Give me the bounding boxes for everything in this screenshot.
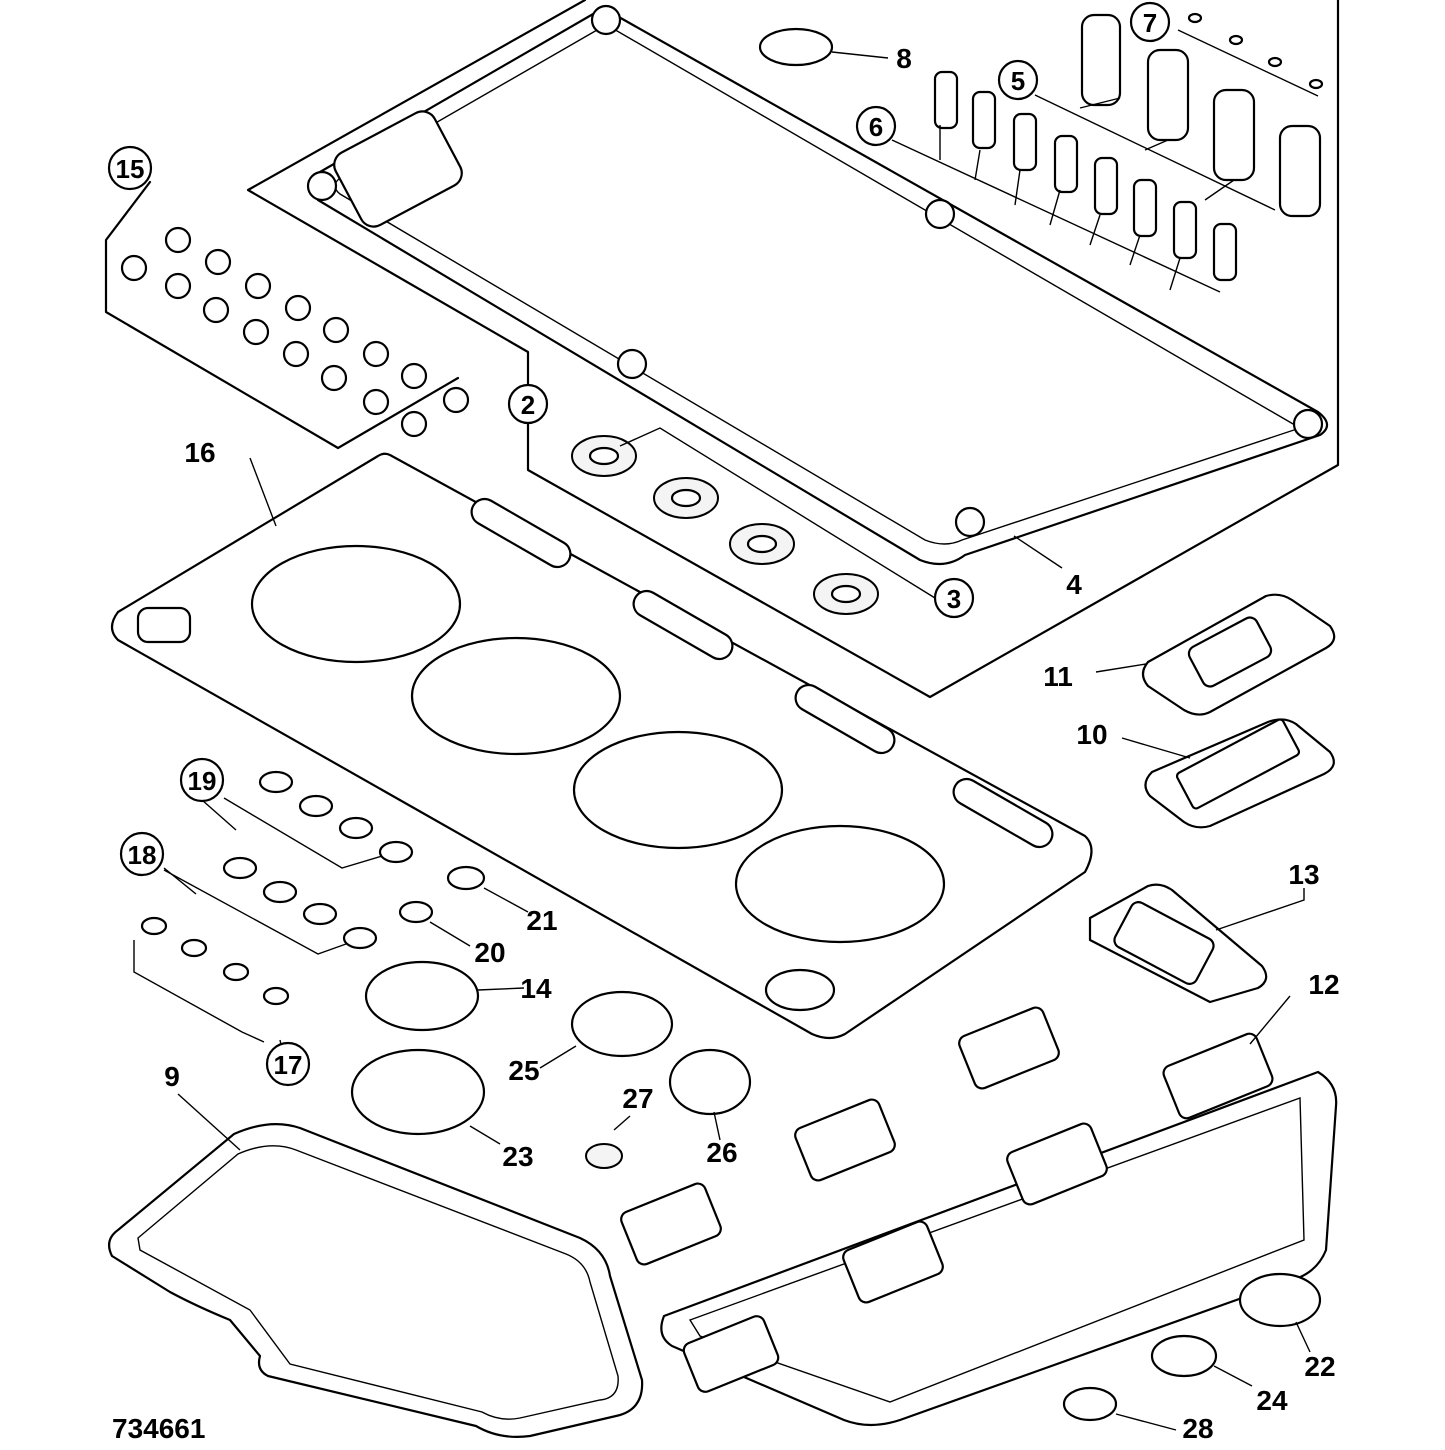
valve-seal-group-frame [104,180,460,450]
callout-20: 20 [474,937,505,968]
svg-text:3: 3 [947,584,961,614]
svg-text:2: 2 [521,390,535,420]
callout-9: 9 [164,1061,180,1092]
callout-18-circle: 18 [119,831,165,877]
washer-27 [585,1143,623,1169]
o-ring-28 [1062,1386,1118,1422]
svg-text:17: 17 [274,1050,303,1080]
callout-11: 11 [1043,661,1073,692]
callout-12: 12 [1308,969,1339,1000]
cylinder-head-gasket [110,452,1093,1040]
callout-22: 22 [1304,1351,1335,1382]
callout-25: 25 [508,1055,539,1086]
callout-leaders [163,51,1311,1431]
drawing-number: 734661 [112,1413,205,1444]
callout-23: 23 [502,1141,533,1172]
o-ring-large [758,27,834,67]
group-leader-lines [891,29,1319,293]
callout-3-circle: 3 [933,577,975,619]
callout-5-circle: 5 [997,59,1039,101]
callout-8: 8 [896,43,912,74]
svg-text:6: 6 [869,112,883,142]
svg-text:15: 15 [116,154,145,184]
svg-text:18: 18 [128,840,157,870]
callout-15-circle: 15 [107,145,153,191]
o-ring-26 [668,1048,752,1116]
svg-text:19: 19 [188,766,217,796]
gasket-11 [1141,593,1336,716]
callout-17-circle: 17 [265,1041,311,1087]
manifold-gasket-12 [620,1006,1338,1427]
svg-text:5: 5 [1011,66,1025,96]
o-ring-25 [570,990,674,1058]
o-rings-19 [223,770,414,869]
callout-26: 26 [706,1137,737,1168]
callout-6-circle: 6 [855,105,897,147]
washers-17 [133,916,290,1043]
callout-21: 21 [526,905,557,936]
callout-24: 24 [1256,1385,1288,1416]
callout-10: 10 [1076,719,1107,750]
callout-16: 16 [184,437,215,468]
small-dowels [933,70,1238,282]
callout-4: 4 [1066,569,1082,600]
rocker-cover-gasket [306,4,1329,566]
callout-19-circle: 19 [179,757,225,803]
valve-seals-15 [120,226,470,438]
gasket-10 [1144,718,1335,829]
tiny-seals [1187,12,1324,90]
callout-14: 14 [520,973,552,1004]
exhaust-manifold-gasket-13 [1088,883,1268,1004]
o-ring-24 [1150,1334,1218,1378]
callout-7-circle: 7 [1129,1,1171,43]
o-rings-18 [163,856,378,955]
o-ring-22 [1238,1272,1322,1328]
callout-13: 13 [1288,859,1319,890]
o-ring-21 [446,865,486,891]
o-ring-23 [350,1048,486,1136]
o-ring-14 [364,960,480,1032]
o-ring-20 [398,900,434,924]
callout-27: 27 [622,1083,653,1114]
rocker-cover-group-frame [246,0,1340,699]
valve-stem-seals [571,427,936,615]
callout-28: 28 [1182,1413,1213,1444]
svg-text:7: 7 [1143,8,1157,38]
valve-stem-caps [1080,13,1322,218]
callout-2-circle: 2 [507,383,549,425]
sump-gasket [107,1123,644,1438]
